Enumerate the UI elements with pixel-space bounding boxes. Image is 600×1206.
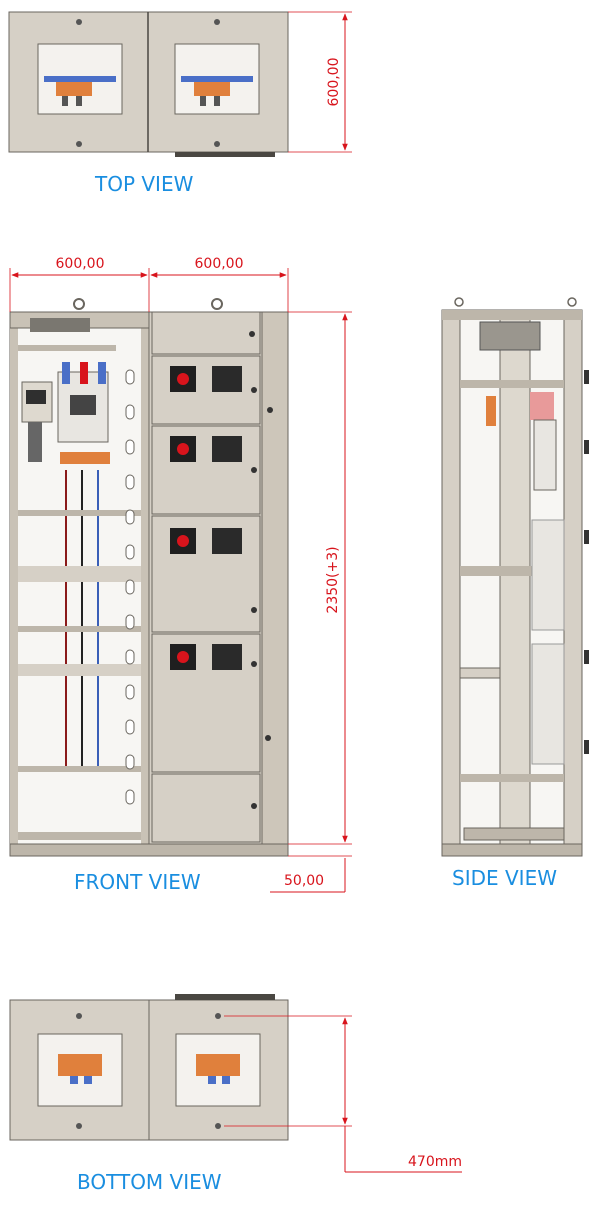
- side-view-drawing: [441, 297, 589, 857]
- front-plinth: [9, 843, 289, 857]
- drawer-1: [151, 355, 261, 425]
- bottom-hole-spacing-label: 470mm: [408, 1154, 462, 1170]
- top-depth-dimension: 600,00: [288, 11, 352, 153]
- top-depth-label: 600,00: [326, 58, 342, 107]
- top-view-drawing: [8, 11, 289, 157]
- front-width-left-label: 600,00: [56, 256, 105, 272]
- top-view-label: TOP VIEW: [95, 172, 194, 196]
- front-width-right-label: 600,00: [195, 256, 244, 272]
- front-height-label: 2350(+3): [325, 546, 341, 613]
- side-view-label: SIDE VIEW: [452, 866, 557, 890]
- bottom-hole-dimension: 470mm: [224, 1015, 462, 1173]
- bottom-view-label: BOTTOM VIEW: [77, 1170, 222, 1194]
- drawer-2: [151, 425, 261, 515]
- plinth-label: 50,00: [284, 873, 324, 889]
- front-height-dimension: 2350(+3) 50,00: [270, 311, 352, 893]
- front-width-dimensions: 600,00 600,00: [9, 256, 289, 312]
- bottom-view-drawing: [9, 994, 289, 1141]
- drawer-4: [151, 633, 271, 773]
- drawer-3: [151, 515, 261, 633]
- front-view-label: FRONT VIEW: [74, 870, 201, 894]
